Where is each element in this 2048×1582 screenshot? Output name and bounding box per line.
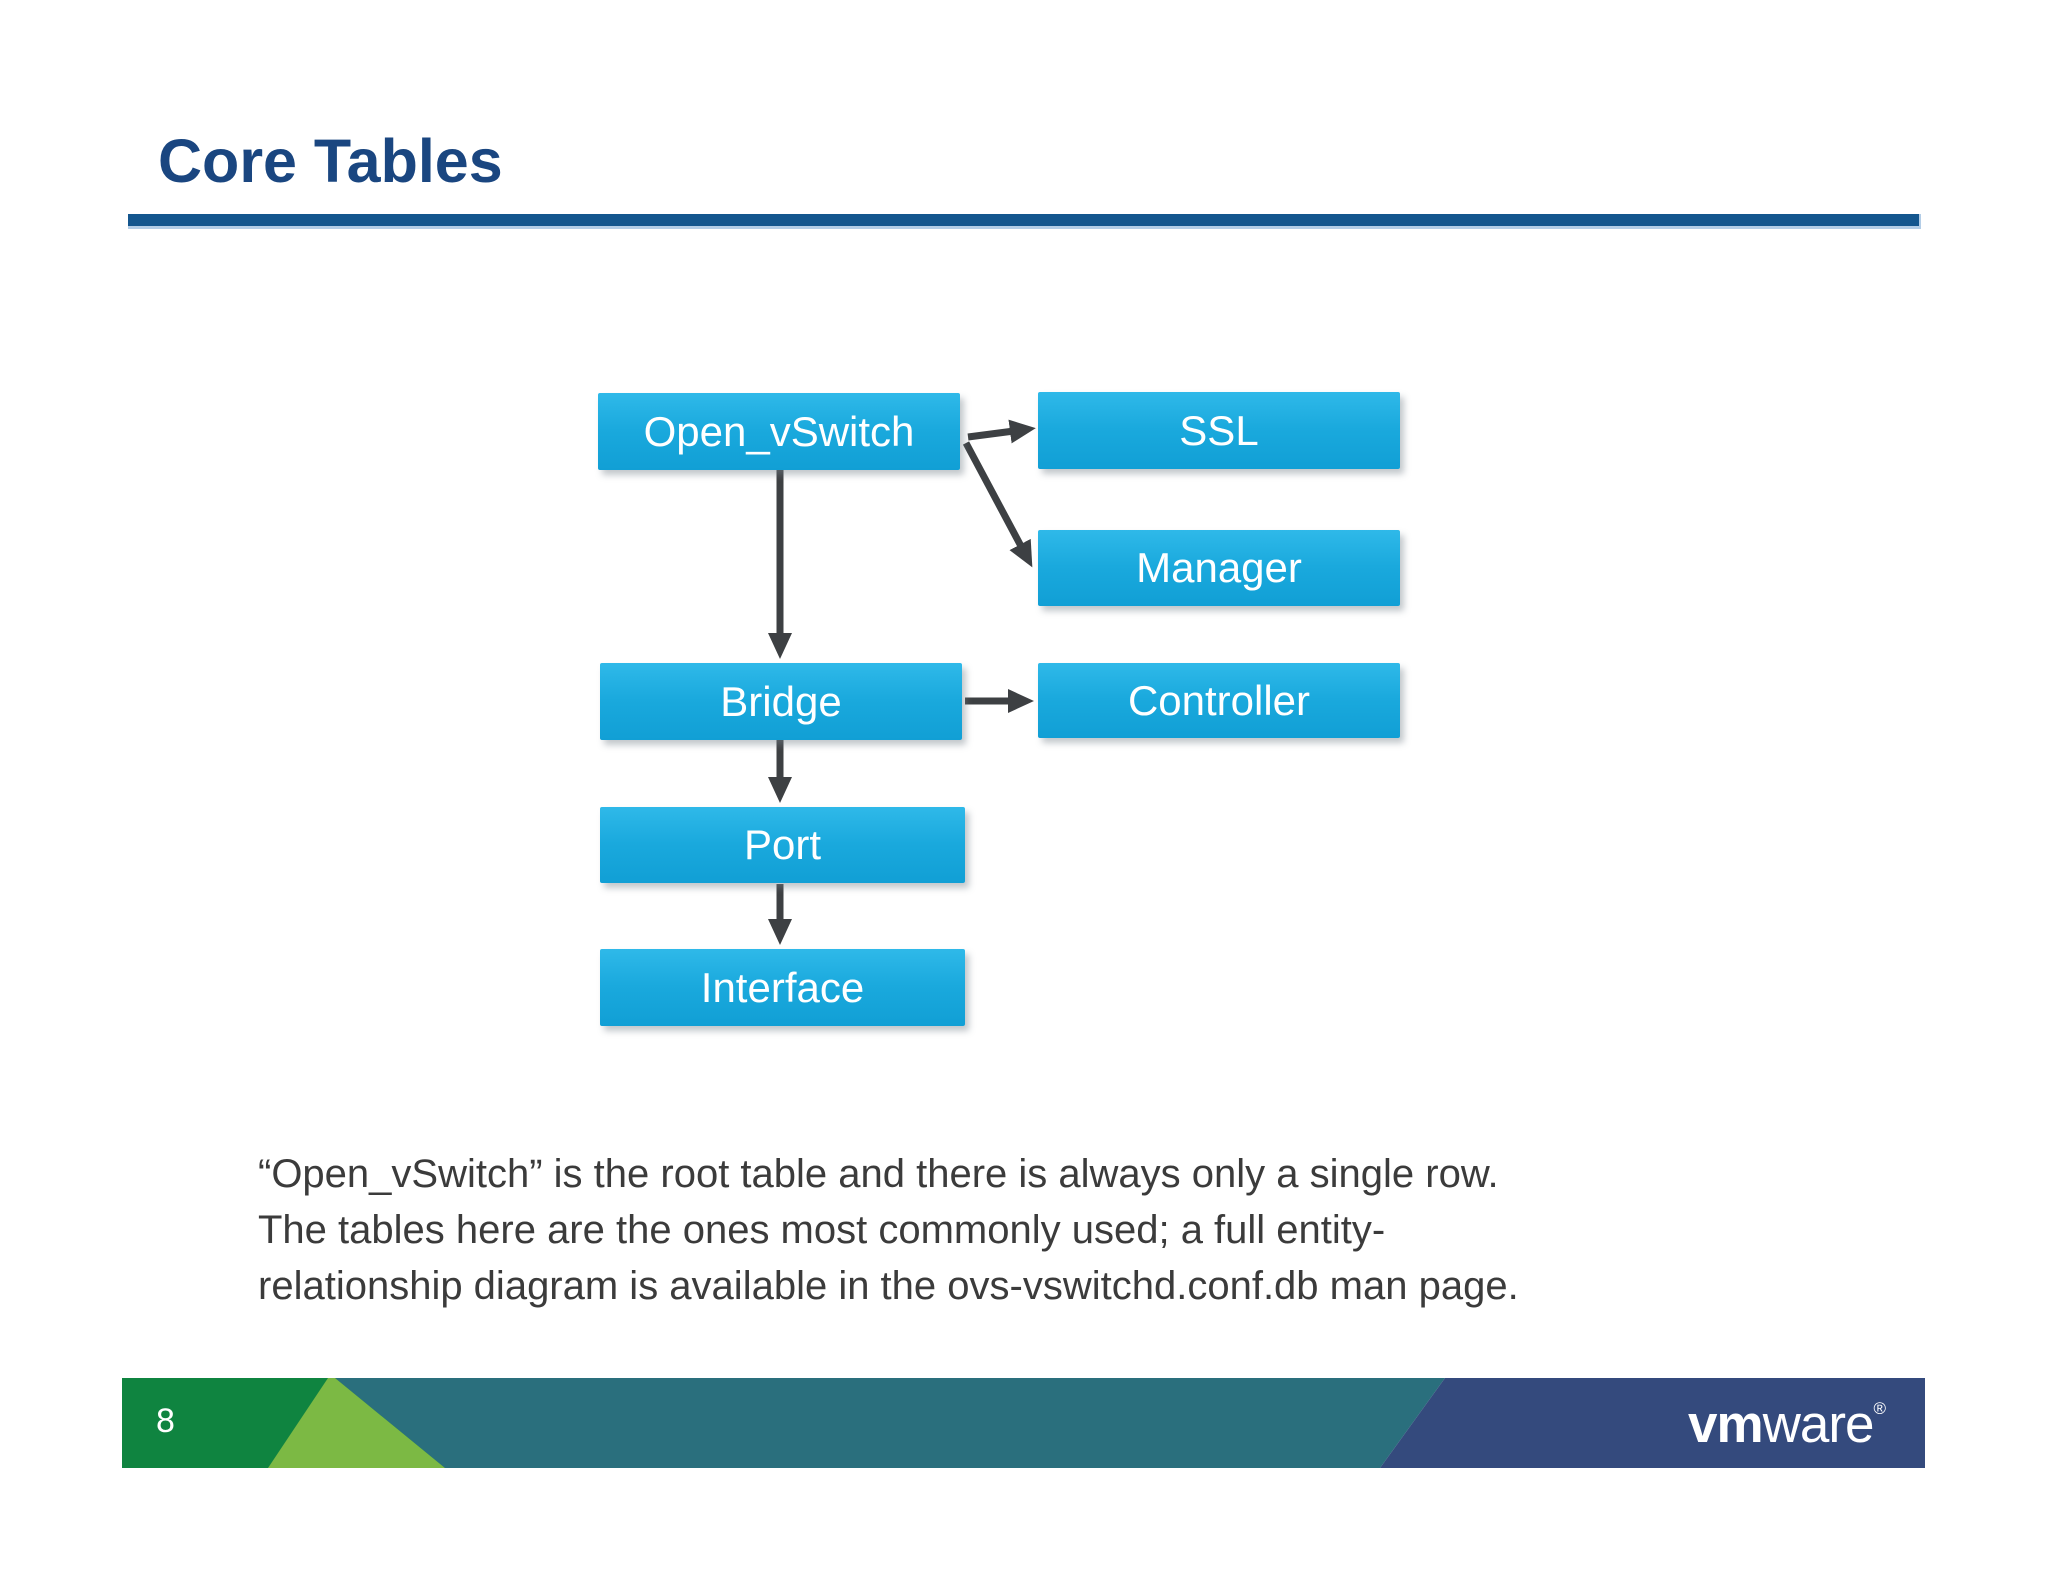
- vmware-logo-ware: ware: [1762, 1395, 1875, 1454]
- node-label: Open_vSwitch: [643, 407, 915, 455]
- diagram-node-controller: Controller: [1038, 663, 1400, 738]
- page-number: 8: [156, 1402, 175, 1440]
- body-paragraph-line: relationship diagram is available in the…: [258, 1264, 1519, 1308]
- body-paragraph-line: “Open_vSwitch” is the root table and the…: [258, 1152, 1499, 1196]
- vmware-logo-vm: vm: [1687, 1395, 1764, 1454]
- diagram-node-manager: Manager: [1038, 530, 1400, 606]
- node-label: Bridge: [720, 677, 842, 725]
- body-paragraph: “Open_vSwitch” is the root table and the…: [258, 1146, 1519, 1314]
- edge-open_vswitch-ssl-arrow-icon: [967, 419, 1036, 444]
- footer-navy-shape: [1380, 1378, 1925, 1468]
- diagram-node-interface: Interface: [600, 949, 965, 1026]
- vmware-logo-registered-mark: ®: [1873, 1399, 1885, 1418]
- node-label: Controller: [1127, 676, 1311, 724]
- body-paragraph-line: The tables here are the ones most common…: [258, 1208, 1386, 1252]
- page-title: Core Tables: [158, 127, 503, 195]
- vmware-logo: vmware®: [1687, 1394, 1886, 1455]
- diagram-node-port: Port: [600, 807, 965, 883]
- diagram-node-ssl: SSL: [1038, 392, 1400, 469]
- footer-banner-graphic: [122, 1378, 1925, 1468]
- node-label: Manager: [1136, 544, 1302, 591]
- footer-banner: 8 vmware®: [122, 1378, 1925, 1468]
- node-label: SSL: [1179, 406, 1259, 454]
- footer-teal-shape: [335, 1378, 1445, 1468]
- title-underline: [128, 214, 1921, 229]
- diagram-node-open-vswitch: Open_vSwitch: [598, 393, 960, 470]
- node-label: Port: [743, 821, 822, 868]
- edge-open_vswitch-manager-arrow-icon: [962, 441, 1033, 568]
- node-label: Interface: [700, 963, 865, 1011]
- diagram-node-bridge: Bridge: [600, 663, 962, 740]
- footer-light-green-triangle: [268, 1378, 445, 1468]
